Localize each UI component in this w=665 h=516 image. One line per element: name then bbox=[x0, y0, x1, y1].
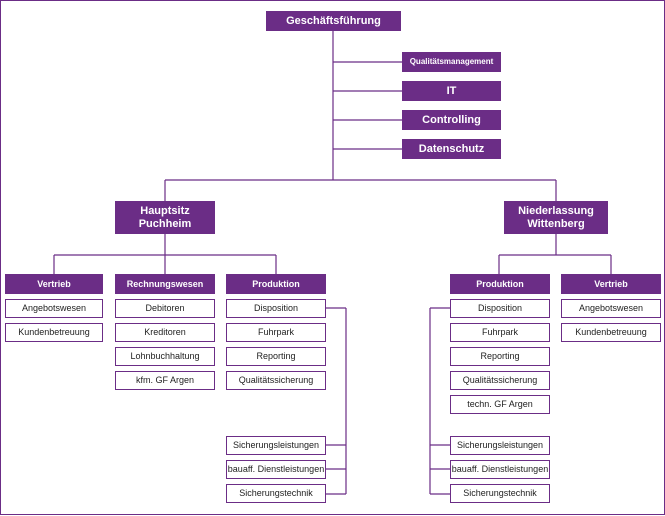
hauptsitz-box: Hauptsitz Puchheim bbox=[115, 201, 215, 234]
puchheim-label: Puchheim bbox=[138, 217, 192, 230]
branch-produktion-item: Qualitätssicherung bbox=[450, 371, 550, 390]
it-box: IT bbox=[402, 81, 501, 101]
branch-produktion-extra-item: bauaff. Dienstleistungen bbox=[450, 460, 550, 479]
datenschutz-box: Datenschutz bbox=[402, 139, 501, 159]
qualitaetsmanagement-box: Qualitätsmanagement bbox=[402, 52, 501, 72]
branch-produktion-item: techn. GF Argen bbox=[450, 395, 550, 414]
niederlassung-label: Niederlassung bbox=[518, 204, 594, 217]
branch-produktion-header: Produktion bbox=[450, 274, 550, 294]
hq-produktion-extra-item: bauaff. Dienstleistungen bbox=[226, 460, 326, 479]
geschaeftsfuehrung-box: Geschäftsführung bbox=[266, 11, 401, 31]
niederlassung-box: Niederlassung Wittenberg bbox=[504, 201, 608, 234]
hq-produktion-item: Fuhrpark bbox=[226, 323, 326, 342]
hq-vertrieb-item: Kundenbetreuung bbox=[5, 323, 103, 342]
branch-vertrieb-item: Kundenbetreuung bbox=[561, 323, 661, 342]
hauptsitz-label: Hauptsitz bbox=[140, 204, 190, 217]
branch-produktion-item: Reporting bbox=[450, 347, 550, 366]
hq-rechnungswesen-item: Lohnbuchhaltung bbox=[115, 347, 215, 366]
hq-produktion-extra-item: Sicherungsleistungen bbox=[226, 436, 326, 455]
hq-rechnungswesen-item: Debitoren bbox=[115, 299, 215, 318]
controlling-box: Controlling bbox=[402, 110, 501, 130]
wittenberg-label: Wittenberg bbox=[527, 217, 585, 230]
hq-rechnungswesen-header: Rechnungswesen bbox=[115, 274, 215, 294]
branch-vertrieb-item: Angebotswesen bbox=[561, 299, 661, 318]
branch-vertrieb-header: Vertrieb bbox=[561, 274, 661, 294]
branch-produktion-item: Disposition bbox=[450, 299, 550, 318]
hq-produktion-item: Qualitätssicherung bbox=[226, 371, 326, 390]
branch-produktion-extra-item: Sicherungstechnik bbox=[450, 484, 550, 503]
hq-vertrieb-item: Angebotswesen bbox=[5, 299, 103, 318]
hq-produktion-extra-item: Sicherungstechnik bbox=[226, 484, 326, 503]
hq-vertrieb-header: Vertrieb bbox=[5, 274, 103, 294]
hq-rechnungswesen-item: Kreditoren bbox=[115, 323, 215, 342]
branch-produktion-extra-item: Sicherungsleistungen bbox=[450, 436, 550, 455]
branch-produktion-item: Fuhrpark bbox=[450, 323, 550, 342]
hq-produktion-item: Disposition bbox=[226, 299, 326, 318]
hq-produktion-header: Produktion bbox=[226, 274, 326, 294]
hq-produktion-item: Reporting bbox=[226, 347, 326, 366]
hq-rechnungswesen-item: kfm. GF Argen bbox=[115, 371, 215, 390]
